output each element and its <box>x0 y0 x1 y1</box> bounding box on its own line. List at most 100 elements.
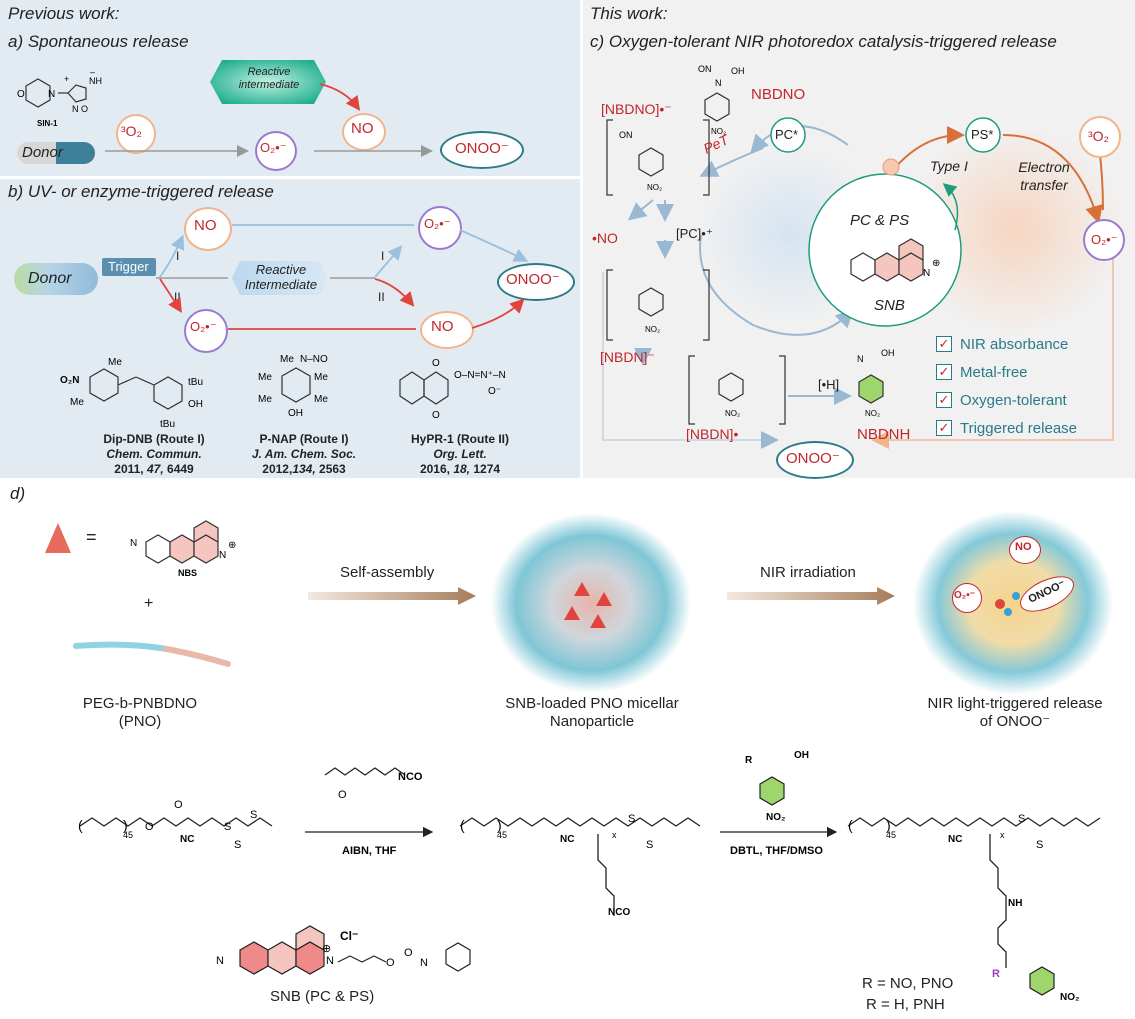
svg-text:O: O <box>338 789 347 801</box>
superoxide-label-b-bottom: O₂•⁻ <box>190 319 217 334</box>
nir-irradiation-arrow <box>727 587 895 605</box>
svg-text:S: S <box>250 809 257 821</box>
pc-star-label: PC* <box>775 127 799 142</box>
compound-refs: Dip-DNB (Route I) Chem. Commun. 2011, 47… <box>0 432 580 478</box>
sin1-structure: O N + – NH N O SIN-1 <box>17 67 102 128</box>
check-icon: ✓ <box>936 336 952 352</box>
svg-text:⊕: ⊕ <box>322 943 331 955</box>
svg-text:Me: Me <box>108 357 122 368</box>
np2-no-circle <box>1009 536 1041 564</box>
panel-a-title: a) Spontaneous release <box>8 32 189 51</box>
svg-text:O: O <box>386 957 395 969</box>
svg-text:O–N=N⁺–N: O–N=N⁺–N <box>454 370 506 381</box>
svg-text:N: N <box>216 955 224 967</box>
self-assembly-arrow <box>308 587 476 605</box>
svg-text:S: S <box>1036 839 1043 851</box>
peroxynitrite-label-c: ONOO⁻ <box>786 450 840 467</box>
donor-label-a: Donor <box>22 144 63 161</box>
svg-text:N: N <box>48 89 55 100</box>
svg-text:S: S <box>1018 813 1025 825</box>
svg-text:N: N <box>923 268 930 279</box>
polymer-label: PEG-b-PNBDNO (PNO) <box>82 695 198 730</box>
svg-text:Me: Me <box>314 372 328 383</box>
svg-text:O: O <box>404 947 413 959</box>
previous-work-header: Previous work: <box>8 4 120 23</box>
nbs-structure: N N ⊕ NBS <box>130 520 236 578</box>
svg-text:NBS: NBS <box>178 568 197 578</box>
peroxynitrite-ellipse-b <box>497 263 575 301</box>
feature-item: ✓ Oxygen-tolerant <box>936 386 1116 414</box>
dip-dnb-structure: O₂N Me Me tBu OH tBu <box>60 357 203 430</box>
ps-star-label: PS* <box>971 127 994 142</box>
nir-irradiation-label: NIR irradiation <box>760 564 856 581</box>
no-label-b-bottom: NO <box>431 318 454 335</box>
nbs-cone-icon <box>45 523 71 553</box>
svg-text:ON: ON <box>619 130 633 140</box>
svg-text:Me: Me <box>70 397 84 408</box>
svg-text:NO₂: NO₂ <box>725 409 740 418</box>
triplet-o2-label-c: ³O₂ <box>1088 128 1109 144</box>
no-circle-b <box>184 207 232 251</box>
no-label-b: NO <box>194 217 217 234</box>
synthesis-scheme: ( ) 45 O O NC S S S O NCO AIBN, THF ( ) … <box>78 750 1101 1003</box>
no-ellipse-b-bottom <box>420 311 474 349</box>
feature-item: ✓ Triggered release <box>936 414 1116 442</box>
svg-text:(: ( <box>460 817 465 833</box>
feature-list: ✓ NIR absorbance ✓ Metal-free ✓ Oxygen-t… <box>936 330 1116 442</box>
peroxynitrite-ellipse-a <box>440 131 524 169</box>
superoxide-label-b-top: O₂•⁻ <box>424 216 451 231</box>
superoxide-circle-b-top <box>418 206 462 250</box>
peroxynitrite-label-a: ONOO⁻ <box>455 140 509 157</box>
this-work-header: This work: <box>590 4 668 23</box>
panel-a-arrows <box>105 83 433 157</box>
svg-text:+: + <box>64 74 69 84</box>
no-label-a: NO <box>351 120 374 137</box>
snb-caption: SNB (PC & PS) <box>270 988 375 1005</box>
donor-pill-b <box>14 263 98 295</box>
svg-text:x: x <box>1000 830 1005 840</box>
donor-label-b: Donor <box>28 270 72 287</box>
svg-text:R: R <box>745 755 753 766</box>
no-circle-a <box>342 113 386 151</box>
svg-text:S: S <box>224 821 231 833</box>
svg-text:N: N <box>326 955 334 967</box>
np2-superoxide-label: O₂•⁻ <box>954 590 976 601</box>
svg-text:N: N <box>420 957 428 969</box>
equals-sign: = <box>86 527 97 547</box>
svg-text:): ) <box>886 817 891 833</box>
sin1-label: SIN-1 <box>37 119 58 128</box>
panel-c-title: c) Oxygen-tolerant NIR photoredox cataly… <box>590 32 1057 51</box>
peroxynitrite-ellipse-c <box>776 441 854 479</box>
feature-item: ✓ NIR absorbance <box>936 330 1116 358</box>
svg-text:): ) <box>497 817 502 833</box>
svg-text:N O: N O <box>72 104 88 114</box>
compound-ref-2: P-NAP (Route I) J. Am. Chem. Soc. 2012,1… <box>251 432 357 476</box>
svg-text:AIBN, THF: AIBN, THF <box>342 845 397 857</box>
trigger-label: Trigger <box>108 259 149 274</box>
panel-c-cycle: N ⊕ ON N OH NO₂ ON NO₂ NO₂ NO₂ NO₂ N OH <box>602 64 1125 449</box>
check-icon: ✓ <box>936 420 952 436</box>
svg-text:O: O <box>432 358 440 369</box>
donor-pill-a <box>17 142 95 164</box>
svg-text:⊕: ⊕ <box>228 540 236 551</box>
check-icon: ✓ <box>936 364 952 380</box>
svg-text:⊕: ⊕ <box>932 258 940 269</box>
svg-text:(: ( <box>848 817 853 833</box>
nbdn-anion-label: [NBDN]⁻ <box>600 349 655 365</box>
svg-text:S: S <box>646 839 653 851</box>
r-pno-label: R = NO, PNO <box>862 975 954 992</box>
svg-text:NO₂: NO₂ <box>1060 992 1079 1003</box>
svg-text:NO₂: NO₂ <box>711 127 726 136</box>
r-pnh-label: R = H, PNH <box>866 996 945 1013</box>
route-label-b-4: II <box>378 290 385 304</box>
nbdnh-label: NBDNH <box>857 426 911 443</box>
svg-text:NC: NC <box>560 834 574 845</box>
peroxynitrite-label-b: ONOO⁻ <box>506 271 560 288</box>
compound-ref-3: HyPR-1 (Route II) Org. Lett. 2016, 18, 1… <box>410 432 509 476</box>
h-radical-label: [•H] <box>818 377 840 392</box>
svg-text:O: O <box>145 821 154 833</box>
feature-item: ✓ Metal-free <box>936 358 1116 386</box>
panel-ab-divider <box>0 176 580 179</box>
svg-text:NC: NC <box>180 834 194 845</box>
svg-text:OH: OH <box>881 348 895 358</box>
